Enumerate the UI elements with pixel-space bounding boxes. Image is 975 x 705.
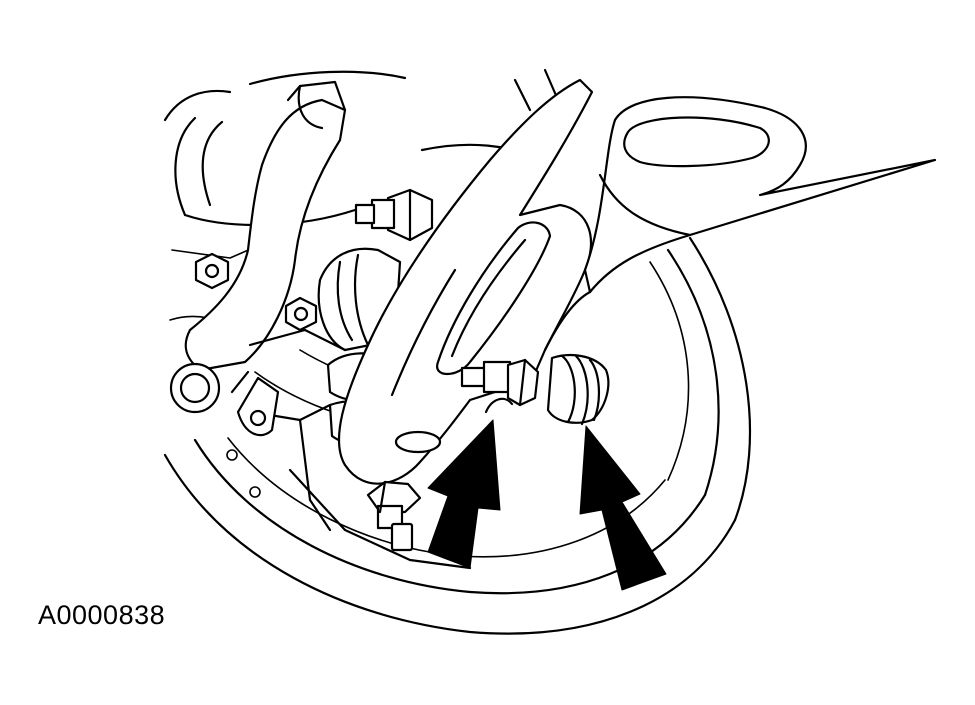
frame-bolts [194,252,318,332]
steering-knuckle-arm [337,78,594,485]
callout-arrow-left [427,419,501,569]
upper-control-arm [169,80,347,414]
figure-id-label: A0000838 [38,600,166,630]
upper-mount-bolt [354,188,434,242]
callout-arrow-right [579,425,667,591]
sensor-bracket [230,370,280,437]
pinch-bolt-and-bushing [460,354,610,426]
lower-control-arm [543,96,937,352]
lower-knuckle-bolt [366,480,422,552]
